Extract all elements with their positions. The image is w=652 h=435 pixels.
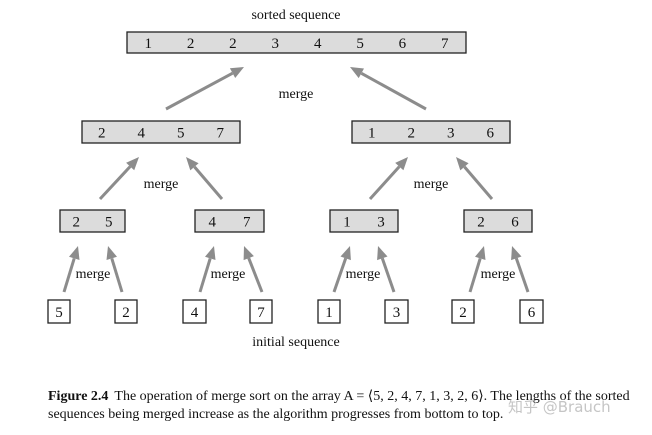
merge-arrow: [198, 246, 216, 293]
sequence-value: 4: [191, 305, 199, 321]
bottom-label: initial sequence: [252, 335, 339, 350]
merge-arrow: [368, 157, 408, 201]
sequence-box: [384, 299, 409, 324]
sequence-value: 7: [217, 126, 225, 142]
sequence-box: [126, 31, 467, 54]
merge-label: merge: [211, 267, 246, 282]
sequence-value: 1: [144, 36, 152, 52]
sequence-box: [317, 299, 341, 324]
merge-arrow: [243, 246, 264, 293]
merge-label: merge: [346, 267, 381, 282]
sequence-box: [47, 299, 71, 324]
sequence-value: 4: [209, 215, 217, 231]
merge-label: merge: [144, 177, 179, 192]
merge-arrows: [62, 67, 530, 293]
merge-label: merge: [279, 87, 314, 102]
sequence-value: 7: [257, 305, 265, 321]
sequence-value: 6: [487, 126, 495, 142]
sequence-box: [519, 299, 544, 324]
sequence-box: [329, 209, 399, 233]
merge-label: merge: [76, 267, 111, 282]
sequence-value: 1: [343, 215, 351, 231]
merge-arrow: [165, 67, 244, 111]
merge-sort-diagram: sorted sequence initial sequence 1 2 2 3 4 5 6…: [47, 8, 544, 350]
sequence-value: 6: [528, 305, 536, 321]
merge-arrow: [511, 246, 530, 293]
sequence-value: 3: [272, 36, 280, 52]
merge-label: merge: [414, 177, 449, 192]
sequence-value: 5: [177, 126, 185, 142]
sequence-value: 2: [408, 126, 416, 142]
sequence-box: [114, 299, 138, 324]
watermark: 知乎 @Brauch: [508, 398, 611, 416]
sequence-box: [249, 299, 273, 324]
sequence-value: 5: [356, 36, 364, 52]
sequence-value: 2: [459, 305, 467, 321]
sequence-value: 2: [73, 215, 81, 231]
merge-arrow: [332, 246, 351, 293]
merge-labels: merge merge merge merge merge merge merge: [76, 87, 516, 282]
top-label: sorted sequence: [251, 8, 340, 23]
sequence-box: [451, 299, 475, 324]
sequence-value: 2: [98, 126, 106, 142]
sequence-value: 7: [243, 215, 251, 231]
sequence-boxes: 1 2 2 3 4 5 6 7 2 4 5 7 1 2 3 6 2 5 4 7 1 3 2 6 5 2 4 7 1 3 2 6: [47, 31, 544, 324]
sequence-value: 5: [105, 215, 113, 231]
caption-label: Figure 2.4: [48, 389, 109, 404]
merge-arrow: [350, 67, 427, 111]
caption-text: The operation of merge sort on the array…: [48, 389, 630, 422]
sequence-value: 2: [477, 215, 485, 231]
sequence-value: 2: [187, 36, 195, 52]
merge-arrow: [468, 246, 486, 293]
merge-arrow: [186, 157, 224, 200]
sequence-value: 3: [447, 126, 455, 142]
sequence-value: 1: [368, 126, 376, 142]
sequence-value: 3: [377, 215, 385, 231]
sequence-value: 6: [511, 215, 519, 231]
merge-arrow: [62, 246, 80, 293]
sequence-value: 5: [55, 305, 63, 321]
sequence-box: [194, 209, 265, 233]
merge-arrow: [106, 246, 124, 293]
sequence-value: 7: [441, 36, 449, 52]
sequence-value: 3: [393, 305, 401, 321]
sequence-box: [81, 120, 241, 144]
merge-arrow: [377, 246, 396, 293]
sequence-value: 1: [325, 305, 333, 321]
sequence-value: 2: [229, 36, 237, 52]
merge-arrow: [456, 157, 494, 200]
sequence-box: [463, 209, 533, 233]
sequence-value: 4: [314, 36, 322, 52]
sequence-value: 2: [122, 305, 130, 321]
sequence-box: [59, 209, 126, 233]
sequence-value: 6: [399, 36, 407, 52]
sequence-box: [351, 120, 511, 144]
merge-label: merge: [481, 267, 516, 282]
sequence-value: 4: [138, 126, 146, 142]
sequence-box: [182, 299, 207, 324]
merge-arrow: [98, 157, 139, 201]
